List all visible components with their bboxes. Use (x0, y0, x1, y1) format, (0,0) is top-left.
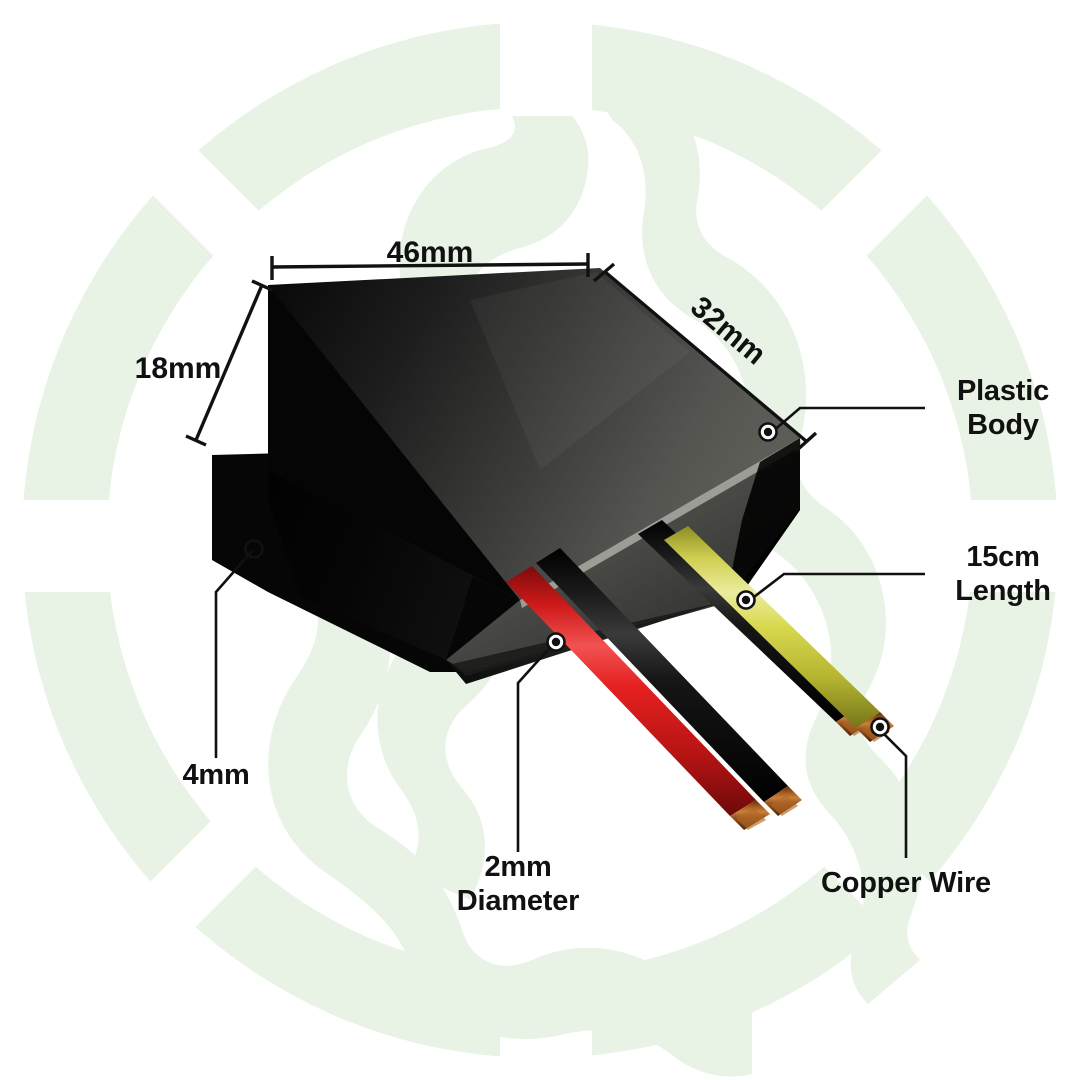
callout-15cm-length-label: 15cm Length (955, 541, 1051, 608)
leader-4mm (214, 550, 253, 758)
callout-plastic-body-label: Plastic Body (956, 375, 1050, 442)
plastic-enclosure-body (212, 268, 802, 684)
dimension-46mm-line (270, 253, 590, 280)
callout-leaders (214, 406, 925, 858)
marker-15cm-length (736, 590, 756, 610)
dimension-18mm-line (185, 279, 273, 447)
dimension-lines (185, 253, 818, 453)
dimension-46mm-label: 46mm (387, 236, 474, 269)
leader-2mm-diameter (516, 642, 555, 852)
callout-4mm-label: 4mm (182, 759, 250, 791)
wire-black-left (536, 548, 802, 816)
marker-copper-wire (870, 717, 890, 737)
leader-15cm-length (749, 572, 925, 602)
dimension-32mm-line (592, 262, 818, 453)
callout-2mm-diameter-label: 2mm Diameter (456, 851, 580, 918)
enclosure-top-specular (470, 272, 690, 470)
enclosure-top-ridge (268, 285, 520, 600)
enclosure-right-inner-shadow (726, 438, 800, 600)
leader-plastic-body (771, 406, 925, 433)
callout-copper-wire-label: Copper Wire (821, 867, 991, 899)
wire-red (506, 566, 770, 830)
marker-2mm-diameter (546, 632, 566, 652)
leader-copper-wire (877, 727, 908, 858)
callout-markers (244, 422, 890, 737)
dimension-18mm-label: 18mm (135, 352, 222, 385)
marker-4mm (244, 539, 264, 559)
marker-plastic-body (758, 422, 778, 442)
